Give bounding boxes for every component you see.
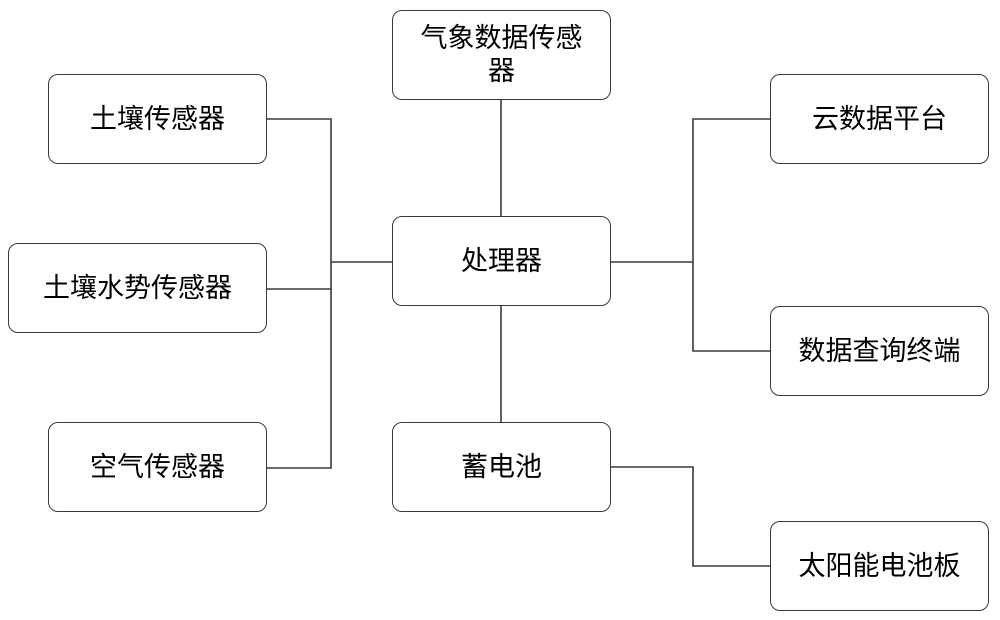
weather-sensor-box: 气象数据传感器	[392, 10, 611, 100]
soil-sensor-box: 土壤传感器	[48, 74, 267, 164]
weather-sensor-label: 气象数据传感器	[420, 23, 583, 87]
connector-soil-bus	[267, 118, 332, 469]
processor-label: 处理器	[461, 245, 542, 277]
storage-battery-label: 蓄电池	[461, 451, 542, 483]
solar-panel-box: 太阳能电池板	[770, 521, 989, 611]
cloud-platform-label: 云数据平台	[812, 103, 947, 135]
connector-cloud-query-bus	[692, 118, 770, 352]
processor-box: 处理器	[392, 216, 611, 306]
cloud-platform-box: 云数据平台	[770, 74, 989, 164]
connector-battery-solar	[611, 466, 770, 567]
storage-battery-box: 蓄电池	[392, 422, 611, 512]
query-terminal-box: 数据查询终端	[770, 306, 989, 396]
air-sensor-box: 空气传感器	[48, 422, 267, 512]
soil-sensor-label: 土壤传感器	[90, 103, 225, 135]
air-sensor-label: 空气传感器	[90, 451, 225, 483]
query-terminal-label: 数据查询终端	[798, 335, 961, 367]
solar-panel-label: 太阳能电池板	[798, 550, 961, 582]
soil-moisture-sensor-label: 土壤水势传感器	[43, 272, 232, 304]
soil-moisture-sensor-box: 土壤水势传感器	[8, 243, 267, 333]
